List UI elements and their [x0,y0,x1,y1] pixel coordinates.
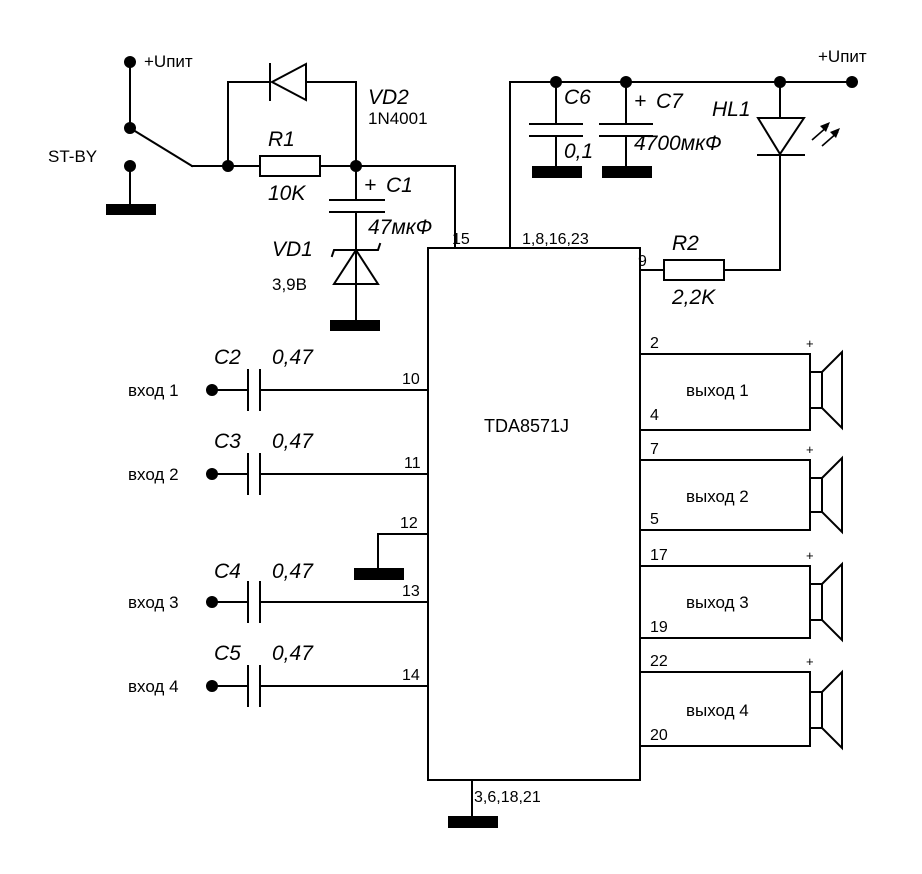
pin12-ground [354,533,429,580]
pin-supply-label: 1,8,16,23 [522,231,589,248]
output-3-label: выход 3 [686,593,749,612]
c7-ref: C7 [656,90,684,113]
r1-ref: R1 [268,128,295,151]
c3-ref: C3 [214,430,241,453]
c1-value: 47мкФ [368,216,432,239]
output-2-circuit [639,455,843,535]
input-2-circuit [206,453,429,495]
pin-10-label: 10 [402,371,420,388]
vd2-diode [227,62,357,167]
ground-symbol [106,204,156,215]
pin-19-label: 19 [650,619,668,636]
output-4-polarity: + [806,654,814,669]
pin-22-label: 22 [650,653,668,670]
output-4-label: выход 4 [686,701,749,720]
pin-15-label: 15 [452,231,470,248]
speaker-icon [809,561,843,643]
input-1-circuit [206,369,429,411]
ground-symbol [532,166,582,178]
ground-symbol [354,568,404,580]
c6-value: 0,1 [564,140,593,163]
pin-7-label: 7 [650,441,659,458]
output-1-polarity: + [806,336,814,351]
hl1-led [756,81,840,271]
output-2-polarity: + [806,442,814,457]
c7-value: 4700мкФ [634,132,722,155]
vd1-ref: VD1 [272,238,313,261]
input-3-label: вход 3 [128,593,179,612]
output-3-circuit [639,561,843,643]
ground-symbol [330,320,380,331]
ground-symbol [448,816,498,828]
vd1-zener [330,242,382,331]
output-2-label: выход 2 [686,487,749,506]
c2-ref: C2 [214,346,241,369]
vd2-ref: VD2 [368,86,409,109]
ground-symbol [602,166,652,178]
ic-tda8571j [427,247,641,781]
c1-ref: C1 [386,174,413,197]
c1-capacitor [329,165,385,249]
c6-ref: C6 [564,86,591,109]
supply-rail [509,76,858,249]
pin-11-label: 11 [404,455,421,472]
pin15-wire [355,165,456,249]
r1-value: 10K [268,182,306,205]
input-1-label: вход 1 [128,381,179,400]
input-4-circuit [206,665,429,707]
r1-resistor [222,155,362,177]
input-4-label: вход 4 [128,677,179,696]
vd1-value: 3,9В [272,275,307,294]
pin-14-label: 14 [402,667,420,684]
pin-5-label: 5 [650,511,659,528]
standby-switch [106,56,229,215]
output-1-label: выход 1 [686,381,749,400]
c7-capacitor [599,81,653,178]
pin-4-label: 4 [650,407,659,424]
speaker-icon [809,669,843,751]
c4-ref: C4 [214,560,241,583]
pin-13-label: 13 [402,583,420,600]
input-3-circuit [206,581,429,623]
input-2-label: вход 2 [128,465,179,484]
r2-ref: R2 [672,232,699,255]
c5-ref: C5 [214,642,241,665]
c4-value: 0,47 [272,560,314,583]
c1-polarity: + [364,174,376,197]
standby-label: ST-BY [48,147,97,166]
r2-value: 2,2K [671,286,716,309]
upit-right-label: +Uпит [818,47,867,66]
pin-gnd-label: 3,6,18,21 [474,789,541,806]
pin-2-label: 2 [650,335,659,352]
upit-left-label: +Uпит [144,52,193,71]
c3-value: 0,47 [272,430,314,453]
ic-name: TDA8571J [484,416,569,436]
pin-20-label: 20 [650,727,668,744]
pin-17-label: 17 [650,547,668,564]
upit-left-terminal [124,56,136,68]
pin-9-label: 9 [638,253,647,270]
upit-right-terminal [846,76,858,88]
output-1-circuit [639,349,843,431]
c5-value: 0,47 [272,642,314,665]
c2-value: 0,47 [272,346,314,369]
output-4-circuit [639,669,843,751]
speaker-icon [809,349,843,431]
c7-polarity: + [634,90,646,113]
pin-12-label: 12 [400,515,418,532]
ic-ground [448,779,498,828]
output-3-polarity: + [806,548,814,563]
vd2-value: 1N4001 [368,109,428,128]
r2-resistor [639,259,781,281]
speaker-icon [809,455,843,535]
hl1-ref: HL1 [712,98,751,121]
c6-capacitor [529,81,583,178]
